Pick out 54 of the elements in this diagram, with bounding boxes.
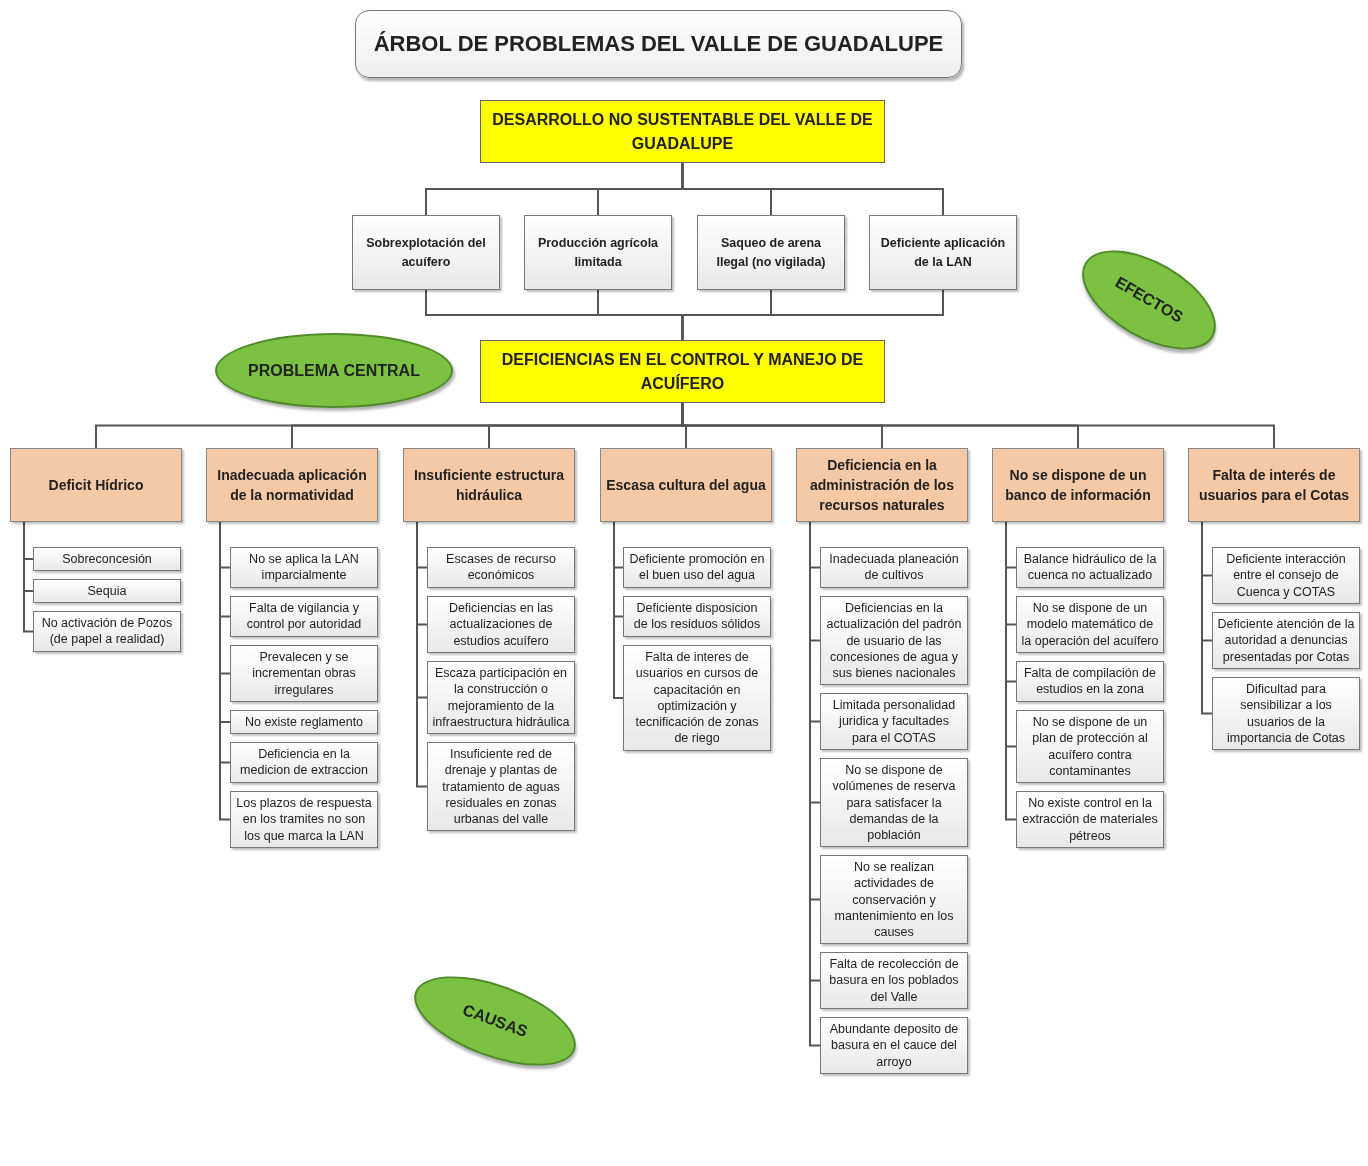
effect-box: Deficiente aplicación de la LAN bbox=[869, 215, 1017, 290]
cause-category-box: Inadecuada aplicación de la normatividad bbox=[206, 448, 378, 522]
connector-line bbox=[416, 521, 428, 788]
cause-category-box: Insuficiente estructura hidráulica bbox=[403, 448, 575, 522]
cause-box: No se aplica la LAN imparcialmente bbox=[230, 547, 378, 588]
cause-category-box: Deficit Hídrico bbox=[10, 448, 182, 522]
cause-box: Balance hidráulico de la cuenca no actualizado bbox=[1016, 547, 1164, 588]
cause-box: No se realizan actividades de conservación y mantenimiento en los causes bbox=[820, 855, 968, 945]
cause-category-box: Escasa cultura del agua bbox=[600, 448, 772, 522]
cause-box: No activación de Pozos (de papel a realidad) bbox=[33, 611, 181, 652]
cause-box: Sequia bbox=[33, 579, 181, 604]
cause-box: Falta de recolección de basura en los poblados del Valle bbox=[820, 952, 968, 1009]
cause-box: Falta de compilación de estudios en la zona bbox=[1016, 661, 1164, 702]
cause-box: No existe reglamento bbox=[230, 710, 378, 735]
cause-box: Escases de recurso económicos bbox=[427, 547, 575, 588]
effect-box: Sobrexplotación del acuífero bbox=[352, 215, 500, 290]
connector-line bbox=[1201, 521, 1213, 715]
cause-box: Deficiencias en las actualizaciones de estudios acuífero bbox=[427, 596, 575, 653]
cause-box: Deficiente promoción en el buen uso del agua bbox=[623, 547, 771, 588]
cause-box: Abundante deposito de basura en el cauce del arroyo bbox=[820, 1017, 968, 1074]
effect-box: Saqueo de arena Ilegal (no vigilada) bbox=[697, 215, 845, 290]
cause-box: No se dispone de un modelo matemático de la operación del acuífero bbox=[1016, 596, 1164, 653]
connector-line bbox=[681, 289, 944, 341]
cause-box: Deficiencias en la actualización del padrón de usuario de las concesiones de agua y sus bienes nacionales bbox=[820, 596, 968, 686]
cause-box: Falta de interes de usuarios en cursos de capacitación en optimización y tecnificación de zonas de riego bbox=[623, 645, 771, 751]
cause-box: Deficiente atención de la autoridad a denuncias presentadas por Cotas bbox=[1212, 612, 1360, 669]
cause-category-box: Deficiencia en la administración de los recursos naturales bbox=[796, 448, 968, 522]
connector-line bbox=[1005, 521, 1017, 821]
cause-box: Insuficiente red de drenaje y plantas de tratamiento de aguas residuales en zonas urbanas del valle bbox=[427, 742, 575, 832]
cause-category-box: No se dispone de un banco de información bbox=[992, 448, 1164, 522]
cause-box: Deficiente interacción entre el consejo de Cuenca y COTAS bbox=[1212, 547, 1360, 604]
cause-box: Escaza participación en la construcción o mejoramiento de la infraestructura hidráulica bbox=[427, 661, 575, 734]
problem-box: DEFICIENCIAS EN EL CONTROL Y MANEJO DE ACUÍFERO bbox=[480, 340, 885, 403]
cause-category-box: Falta de interés de usuarios para el Cotas bbox=[1188, 448, 1360, 522]
connector-line bbox=[23, 521, 34, 633]
connector-line bbox=[219, 521, 231, 821]
cause-box: Deficiencia en la medicion de extraccion bbox=[230, 742, 378, 783]
cause-box: No se dispone de un plan de protección al acuífero contra contaminantes bbox=[1016, 710, 1164, 783]
cause-box: Los plazos de respuesta en los tramites no son los que marca la LAN bbox=[230, 791, 378, 848]
cause-box: Falta de vigilancia y control por autoridad bbox=[230, 596, 378, 637]
label-ellipse: PROBLEMA CENTRAL bbox=[215, 333, 453, 408]
problem-box: DESARROLLO NO SUSTENTABLE DEL VALLE DE GUADALUPE bbox=[480, 100, 885, 163]
cause-box: Dificultad para sensibilizar a los usuarios de la importancia de Cotas bbox=[1212, 677, 1360, 750]
title-box: ÁRBOL DE PROBLEMAS DEL VALLE DE GUADALUPE bbox=[355, 10, 962, 78]
cause-box: No existe control en la extracción de materiales pétreos bbox=[1016, 791, 1164, 848]
cause-box: Sobreconcesión bbox=[33, 547, 181, 572]
effect-box: Producción agrícola limitada bbox=[524, 215, 672, 290]
cause-box: Deficiente disposicion de los residuos sólidos bbox=[623, 596, 771, 637]
cause-box: No se dispone de volúmenes de reserva para satisfacer la demandas de la población bbox=[820, 758, 968, 848]
connector-line bbox=[613, 521, 624, 699]
cause-box: Limitada personalidad juridica y facultades para el COTAS bbox=[820, 693, 968, 750]
connector-line bbox=[681, 162, 944, 216]
cause-box: Inadecuada planeación de cultivos bbox=[820, 547, 968, 588]
cause-box: Prevalecen y se incrementan obras irregulares bbox=[230, 645, 378, 702]
